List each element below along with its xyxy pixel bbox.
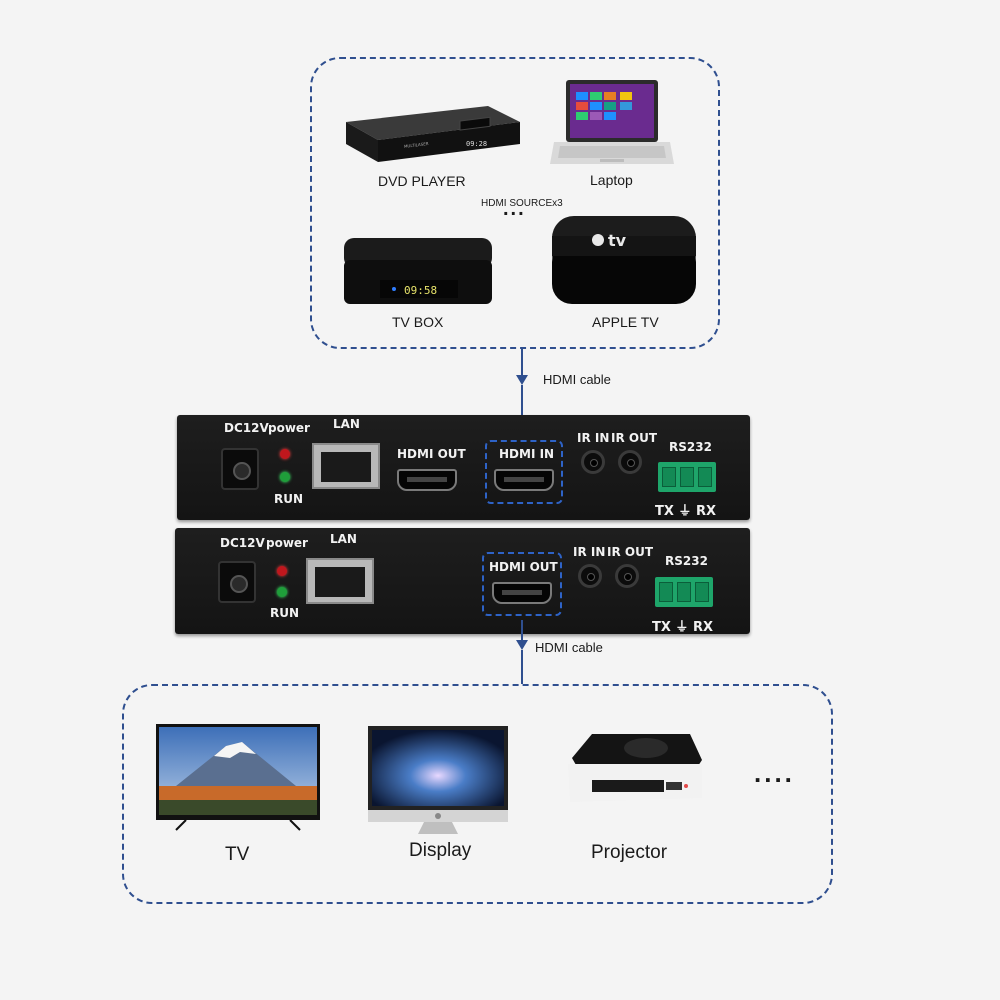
tx-ir-out-label: IR OUT: [611, 431, 658, 445]
receiver-unit: DC12V power RUN LAN HDMI OUT IR IN IR OU…: [175, 528, 750, 635]
tx-lan-port: [312, 443, 380, 489]
hdmi-source-dots: ...: [503, 198, 526, 220]
rx-ir-in-jack: [578, 564, 602, 588]
bottom-cable-arrow-icon: [516, 640, 528, 650]
tx-hdmi-out-label: HDMI OUT: [397, 447, 466, 461]
tv-box-label: TV BOX: [392, 314, 444, 330]
rx-hdmi-out-label: HDMI OUT: [489, 560, 558, 574]
top-cable-arrow-icon: [516, 375, 528, 385]
rx-power-led-icon: [277, 566, 287, 576]
tx-hdmi-in-label: HDMI IN: [499, 447, 555, 461]
rx-tx-rx-label: TX ⏚ RX: [652, 620, 713, 635]
tx-dc-power-jack: [221, 448, 259, 490]
rx-run-label: RUN: [270, 606, 300, 620]
tx-tx-rx-label: TX ⏚ RX: [655, 504, 716, 519]
transmitter-unit: DC12V power RUN LAN HDMI OUT HDMI IN IR …: [177, 415, 750, 520]
tx-rs232-terminal: [658, 462, 716, 492]
tx-power-led-icon: [280, 449, 290, 459]
tx-hdmi-in-highlight: [485, 440, 563, 504]
bottom-cable-line-lower: [521, 650, 523, 684]
tx-run-led-icon: [280, 472, 290, 482]
tv-box-display-text: 09:58: [404, 284, 437, 297]
tx-hdmi-out-port: [397, 469, 457, 491]
source-group-box: [310, 57, 720, 349]
tv-box-image: 09:58: [344, 238, 492, 304]
tx-run-label: RUN: [274, 492, 304, 506]
rx-rs232-terminal: [655, 577, 713, 607]
dvd-player-image: 09:28 MULTILASER: [346, 106, 520, 162]
apple-tv-image: tv: [552, 216, 696, 304]
rx-run-led-icon: [277, 587, 287, 597]
hdmi-source-label: HDMI SOURCEx3: [481, 198, 563, 209]
rx-ir-in-label: IR IN: [573, 545, 606, 559]
rx-lan-label: LAN: [330, 532, 357, 546]
top-cable-label: HDMI cable: [543, 372, 611, 387]
bottom-cable-line: [521, 620, 523, 640]
display-image: [368, 726, 508, 834]
projector-label: Projector: [591, 842, 668, 863]
top-cable-line: [521, 349, 523, 375]
bottom-cable-label: HDMI cable: [535, 640, 603, 655]
rx-hdmi-out-port: [492, 582, 552, 604]
tx-rs232-label: RS232: [669, 440, 712, 454]
apple-tv-logo-text: tv: [608, 231, 627, 250]
rx-hdmi-out-highlight: [482, 552, 562, 616]
dvd-player-label: DVD PLAYER: [378, 173, 466, 189]
tx-hdmi-in-port: [494, 469, 554, 491]
tx-power-label: power: [268, 421, 310, 435]
rx-dc-label: DC12V: [220, 536, 265, 550]
rx-ir-out-label: IR OUT: [607, 545, 654, 559]
display-group-box: [122, 684, 833, 904]
laptop-label: Laptop: [590, 172, 633, 188]
rx-power-label: power: [266, 536, 308, 550]
tv-label: TV: [225, 844, 250, 865]
tx-ir-in-label: IR IN: [577, 431, 610, 445]
rx-dc-power-jack: [218, 561, 256, 603]
tv-image: [156, 724, 320, 831]
more-displays-dots: ....: [754, 758, 795, 788]
projector-image: [568, 734, 702, 802]
tx-ir-in-jack: [581, 450, 605, 474]
tx-dc-label: DC12V: [224, 421, 269, 435]
laptop-image: [550, 80, 674, 164]
dvd-brand-text: MULTILASER: [404, 141, 429, 149]
apple-tv-label: APPLE TV: [592, 314, 659, 330]
dvd-display-text: 09:28: [466, 140, 487, 148]
rx-lan-port: [306, 558, 374, 604]
rx-ir-out-jack: [615, 564, 639, 588]
display-label: Display: [409, 840, 472, 861]
rx-rs232-label: RS232: [665, 554, 708, 568]
tx-ir-out-jack: [618, 450, 642, 474]
tx-lan-label: LAN: [333, 417, 360, 431]
